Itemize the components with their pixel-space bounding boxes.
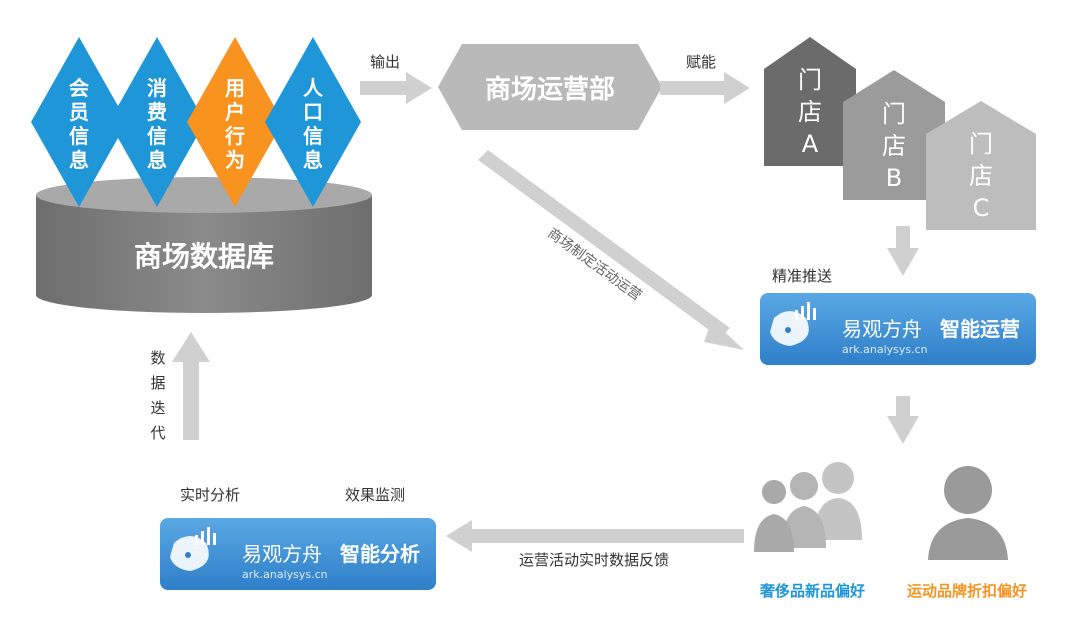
ark-operations-panel: 易观方舟 智能运营 ark.analysys.cn	[760, 293, 1036, 365]
person-icon	[928, 466, 1008, 560]
iterate-char: 代	[150, 424, 165, 442]
arrow-diagonal: 商场制定活动运营	[478, 150, 744, 350]
arrow-output-label: 输出	[370, 53, 400, 71]
diamond-text: 消	[147, 76, 167, 100]
diamond-user-behavior: 用 户 行 为	[187, 37, 283, 207]
arrow-ops-down	[887, 396, 919, 444]
diamond-consumption-info: 消 费 信 息	[109, 37, 205, 207]
arrow-output: 输出	[360, 53, 432, 104]
operations-department: 商场运营部	[438, 44, 662, 130]
ark-ops-brand: 易观方舟	[842, 317, 922, 341]
arrow-feedback-label: 运营活动实时数据反馈	[519, 551, 669, 569]
store-b: 门 店 B	[843, 70, 945, 200]
caption-realtime-analysis: 实时分析	[180, 486, 240, 504]
precise-push-label: 精准推送	[772, 267, 832, 285]
ark-whale-icon	[770, 302, 816, 346]
diamond-text: 为	[225, 148, 245, 172]
arrow-feedback: 运营活动实时数据反馈	[446, 520, 744, 569]
diamond-text: 费	[147, 100, 167, 124]
store-text: B	[886, 164, 902, 192]
store-text: 门	[882, 100, 906, 128]
diamond-text: 息	[147, 148, 167, 172]
store-c: 门 店 C	[926, 101, 1036, 230]
store-a: 门 店 A	[764, 37, 856, 166]
iterate-char: 数	[150, 349, 165, 367]
diamond-text: 会	[69, 76, 89, 100]
ark-analysis-product: 智能分析	[340, 542, 420, 566]
iterate-char: 迭	[150, 399, 165, 417]
diamond-text: 户	[225, 100, 245, 124]
ark-whale-icon	[170, 527, 216, 571]
diamond-text: 信	[303, 124, 323, 148]
arrow-empower-label: 赋能	[686, 53, 716, 71]
database-label: 商场数据库	[134, 240, 274, 273]
diamond-text: 息	[303, 148, 323, 172]
people-group-icon	[754, 462, 862, 552]
diamond-population-info: 人 口 信 息	[265, 37, 361, 207]
diamond-text: 行	[224, 124, 245, 148]
iterate-char: 据	[150, 374, 165, 392]
diamond-member-info: 会 员 信 息	[31, 37, 127, 207]
operations-label: 商场运营部	[485, 74, 615, 105]
segment-sports-label: 运动品牌折扣偏好	[907, 582, 1027, 600]
store-text: 门	[798, 66, 822, 94]
store-text: 店	[969, 162, 993, 190]
segment-luxury-label: 奢侈品新品偏好	[759, 582, 865, 600]
store-text: C	[973, 194, 990, 222]
store-text: A	[802, 130, 819, 158]
diamond-text: 人	[303, 76, 324, 100]
diamond-text: 用	[225, 76, 245, 100]
arrow-data-iteration: 数 据 迭 代	[150, 332, 210, 442]
ark-analysis-brand: 易观方舟	[242, 542, 322, 566]
ark-analysis-panel: 易观方舟 智能分析 ark.analysys.cn	[160, 518, 436, 590]
store-text: 店	[798, 98, 822, 126]
ark-analysis-url: ark.analysys.cn	[242, 568, 328, 581]
diamond-text: 口	[303, 100, 323, 124]
ark-ops-url: ark.analysys.cn	[842, 343, 928, 356]
arrow-stores-down	[887, 226, 919, 276]
diamond-text: 员	[69, 100, 89, 124]
ark-ops-product: 智能运营	[940, 317, 1020, 341]
caption-effect-monitoring: 效果监测	[345, 486, 405, 504]
database-cylinder: 商场数据库	[36, 177, 372, 313]
diamond-text: 信	[69, 124, 89, 148]
diamond-text: 息	[69, 148, 89, 172]
store-text: 门	[969, 130, 993, 158]
store-text: 店	[882, 132, 906, 160]
arrow-empower: 赋能	[660, 53, 750, 104]
diamond-text: 信	[147, 124, 167, 148]
